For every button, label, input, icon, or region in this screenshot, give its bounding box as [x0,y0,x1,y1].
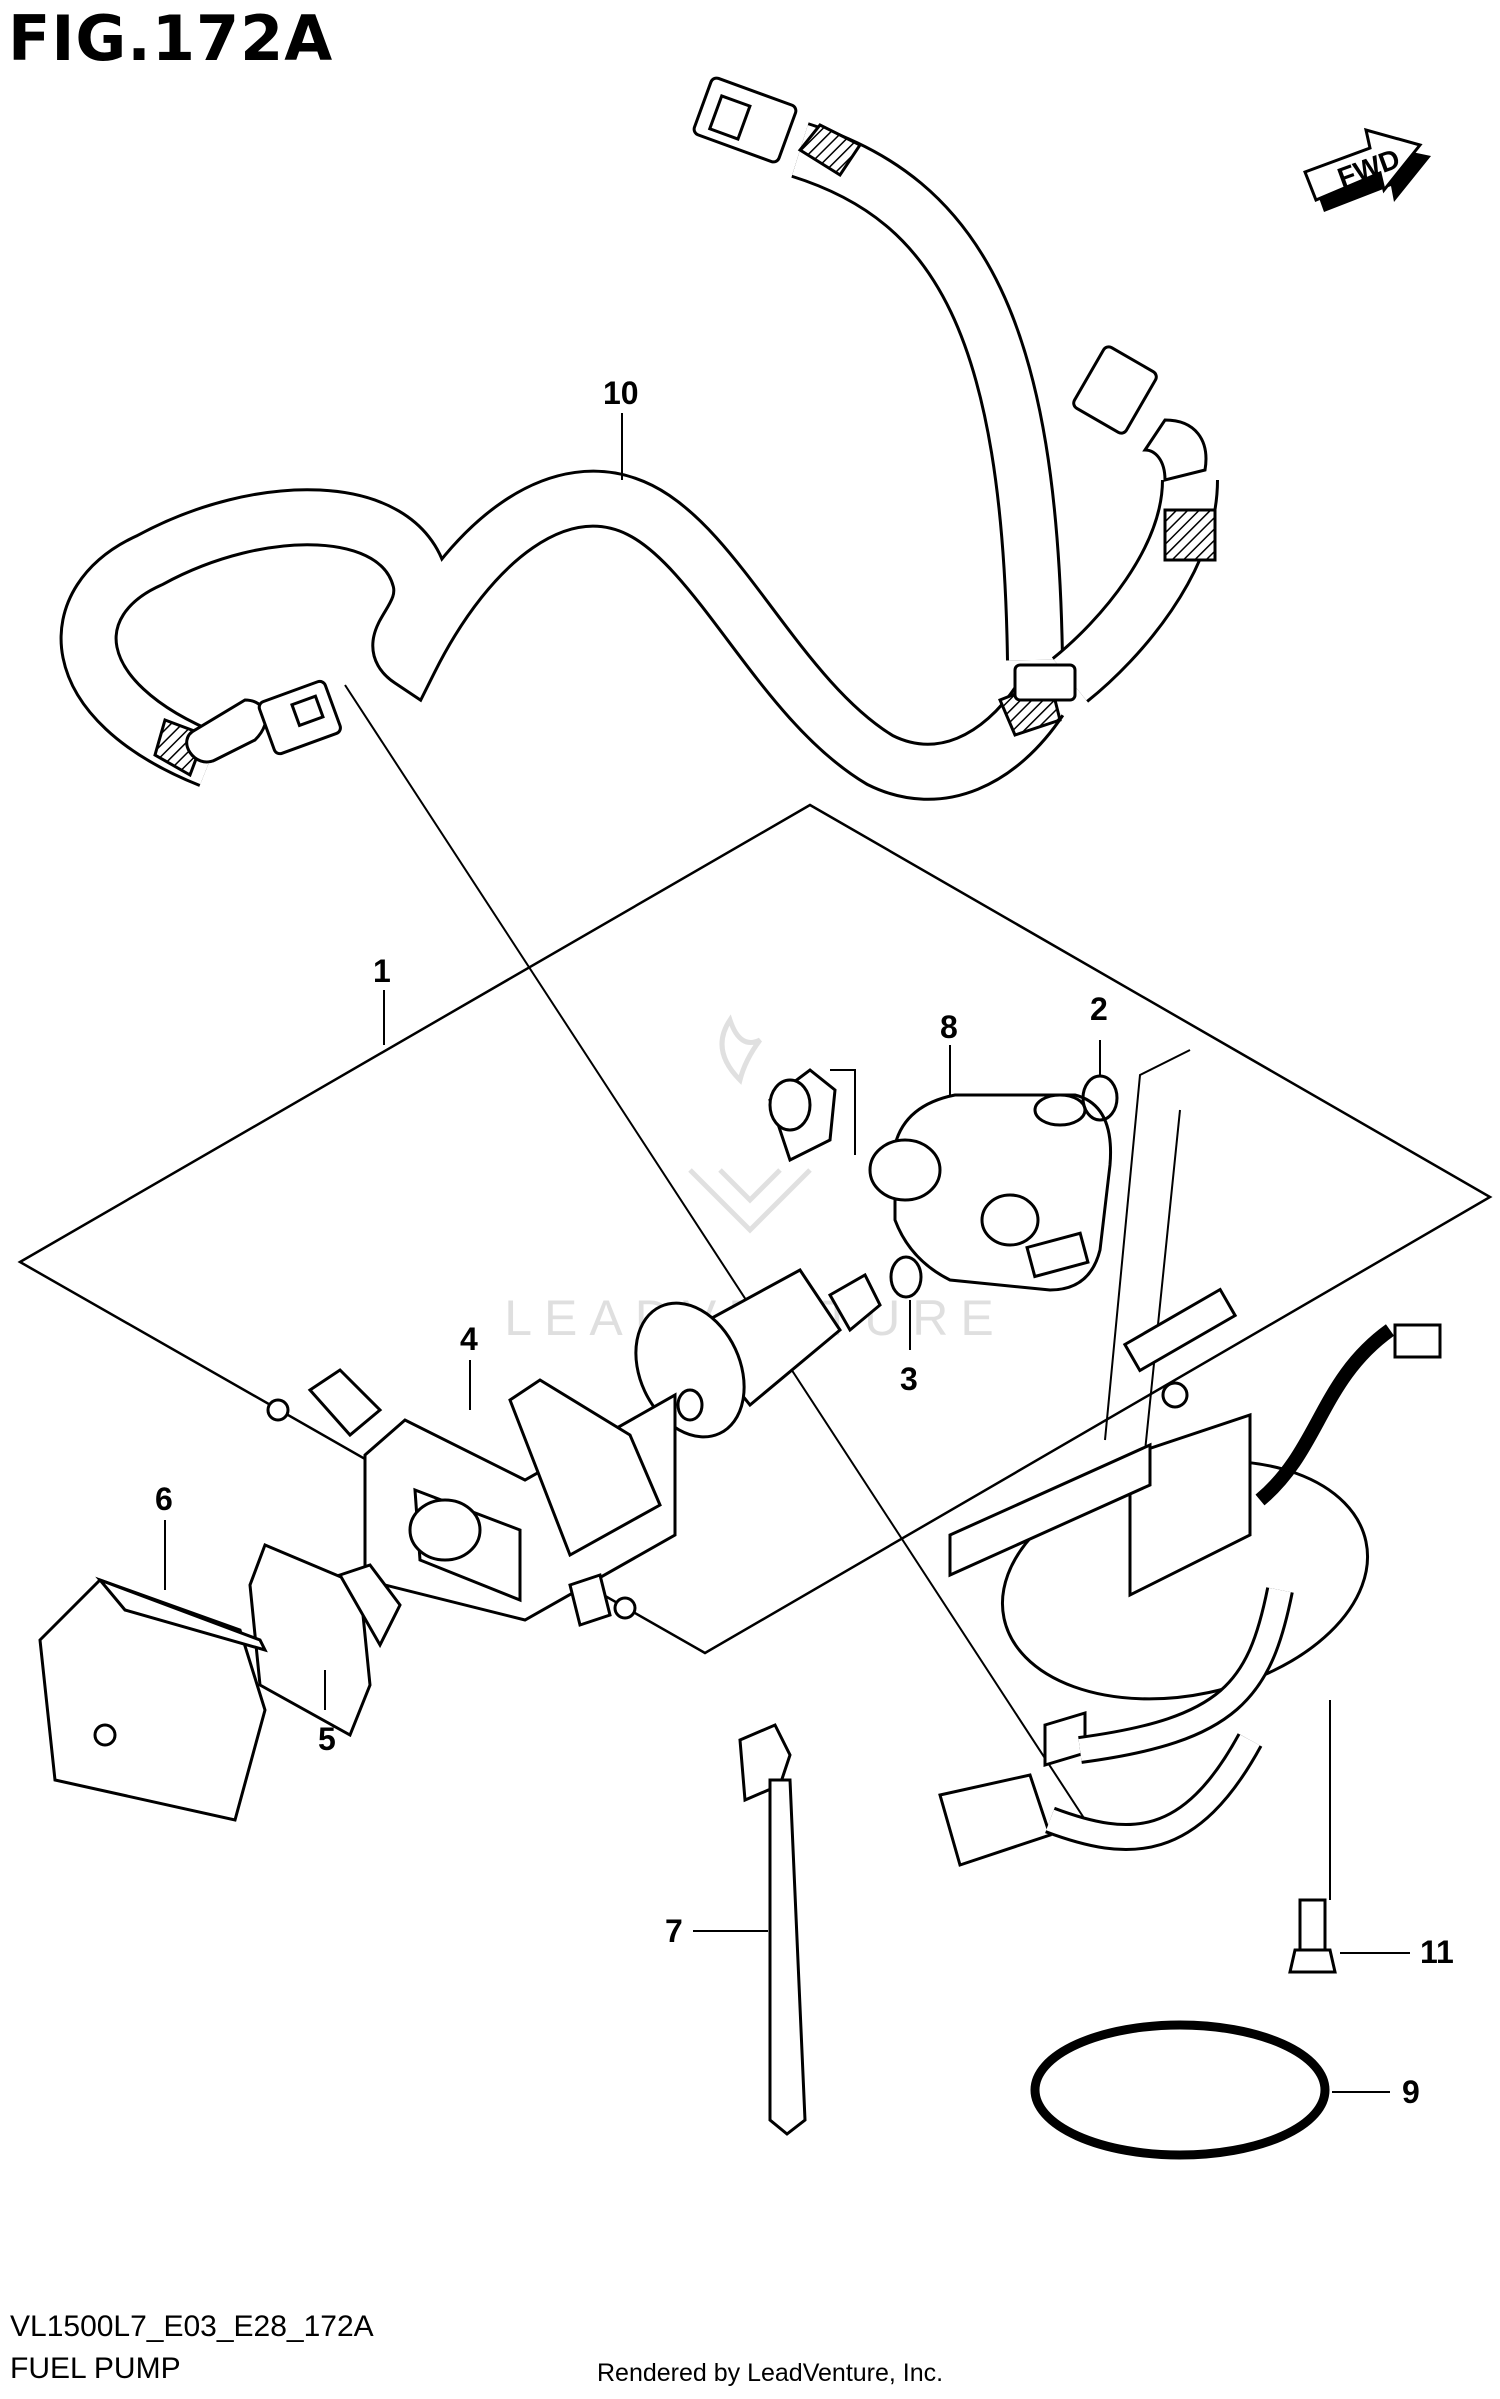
figure-title: FIG.172A [8,2,334,75]
pump-plate [938,1287,1442,1867]
callout-8: 8 [940,1009,958,1045]
cable-tie [738,1723,807,2136]
fuel-hose-assembly [59,76,1219,801]
o-ring-3 [889,1255,923,1299]
callout-5: 5 [318,1721,336,1757]
pump-housing-cap [868,1093,1113,1292]
bolt [1288,1898,1337,1974]
callout-7: 7 [665,1913,683,1949]
gasket-ring [1030,2020,1330,2160]
check-valve [768,1068,837,1163]
callout-10: 10 [603,375,639,411]
credit-text: Rendered by LeadVenture, Inc. [597,2359,944,2387]
filter-cover [38,1576,268,1822]
figure-code: VL1500L7_E03_E28_172A [10,2310,374,2343]
callout-leaders [164,413,1410,2093]
filter-element [248,1543,402,1738]
fwd-arrow-icon: FWD [1303,127,1431,212]
filter-bracket [266,1368,677,1627]
callout-3: 3 [900,1361,918,1397]
callout-4: 4 [460,1321,478,1357]
watermark-logo [688,1014,812,1234]
callout-1: 1 [373,953,391,989]
callout-11: 11 [1420,1934,1454,1970]
callout-9: 9 [1402,2074,1420,2110]
callout-2: 2 [1090,991,1108,1027]
figure-name: FUEL PUMP [10,2352,181,2385]
callout-6: 6 [155,1481,173,1517]
